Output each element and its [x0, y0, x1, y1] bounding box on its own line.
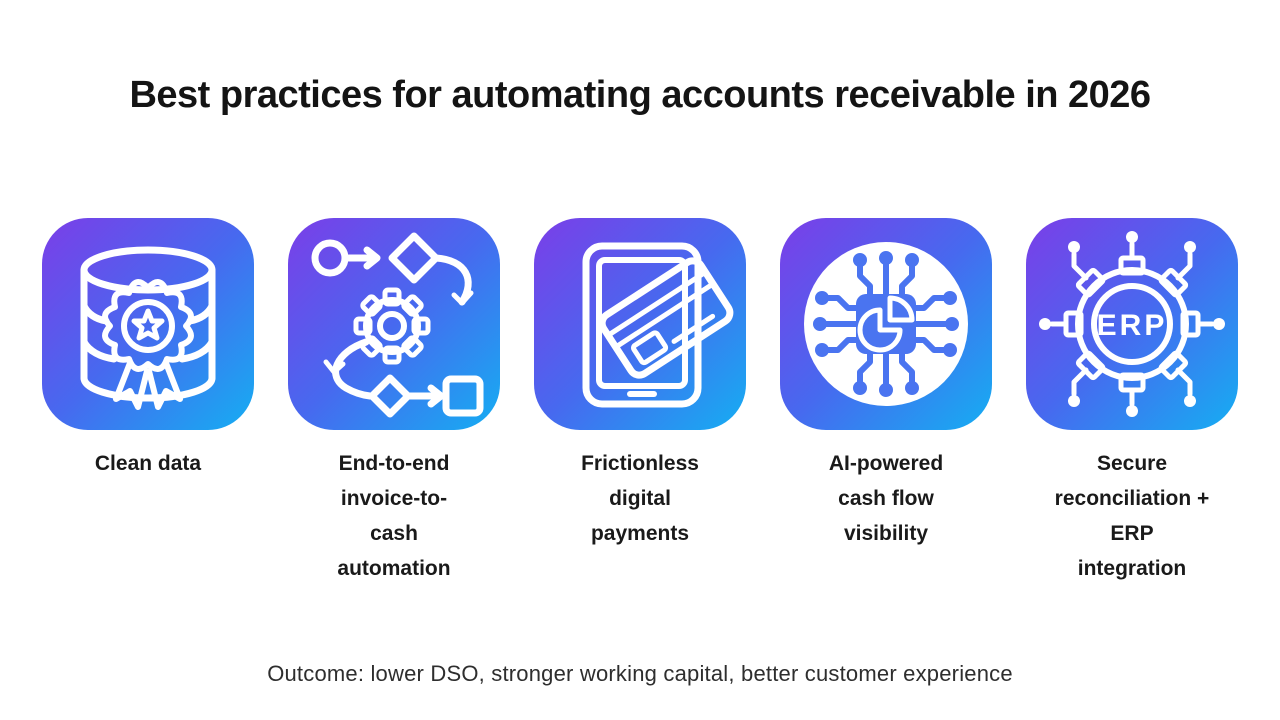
- pie-chart-glyph: [857, 295, 915, 353]
- card-label: Secure reconciliation + ERP integration: [1054, 452, 1210, 580]
- credit-card-glyph: [598, 257, 734, 379]
- workflow-glyph: [311, 232, 484, 418]
- card-digital-payments: Frictionless digital payments: [534, 218, 746, 586]
- card-clean-data: Clean data: [42, 218, 254, 586]
- card-erp-integration: ERP Secure reconciliation + ERP integrat…: [1026, 218, 1238, 586]
- erp-label: ERP: [1097, 309, 1168, 342]
- page-title: Best practices for automating accounts r…: [129, 74, 1151, 116]
- tile-gradient-bg: [534, 218, 746, 430]
- erp-gear-icon: ERP: [1026, 218, 1238, 430]
- award-badge-glyph: [102, 279, 194, 410]
- cards-row: Clean data: [0, 218, 1280, 586]
- circuit-traces: [813, 251, 959, 397]
- card-invoice-to-cash: End-to-end invoice-to- cash automation: [288, 218, 500, 586]
- chip-glyph: [856, 294, 916, 354]
- ai-chip-pie-chart-icon: [780, 218, 992, 430]
- tablet-credit-card-icon: [534, 218, 746, 430]
- database-award-icon: [42, 218, 254, 430]
- outcome-text: Outcome: lower DSO, stronger working cap…: [267, 661, 1013, 686]
- workflow-automation-icon: [288, 218, 500, 430]
- card-cash-flow-visibility: AI-powered cash flow visibility: [780, 218, 992, 586]
- connector-lines: [1039, 231, 1225, 417]
- card-label: End-to-end invoice-to- cash automation: [337, 452, 451, 580]
- tile-gradient-bg: [42, 218, 254, 430]
- database-glyph: [80, 246, 216, 402]
- card-label: AI-powered cash flow visibility: [828, 452, 944, 545]
- card-label: Clean data: [94, 452, 202, 475]
- card-label: Frictionless digital payments: [581, 452, 699, 545]
